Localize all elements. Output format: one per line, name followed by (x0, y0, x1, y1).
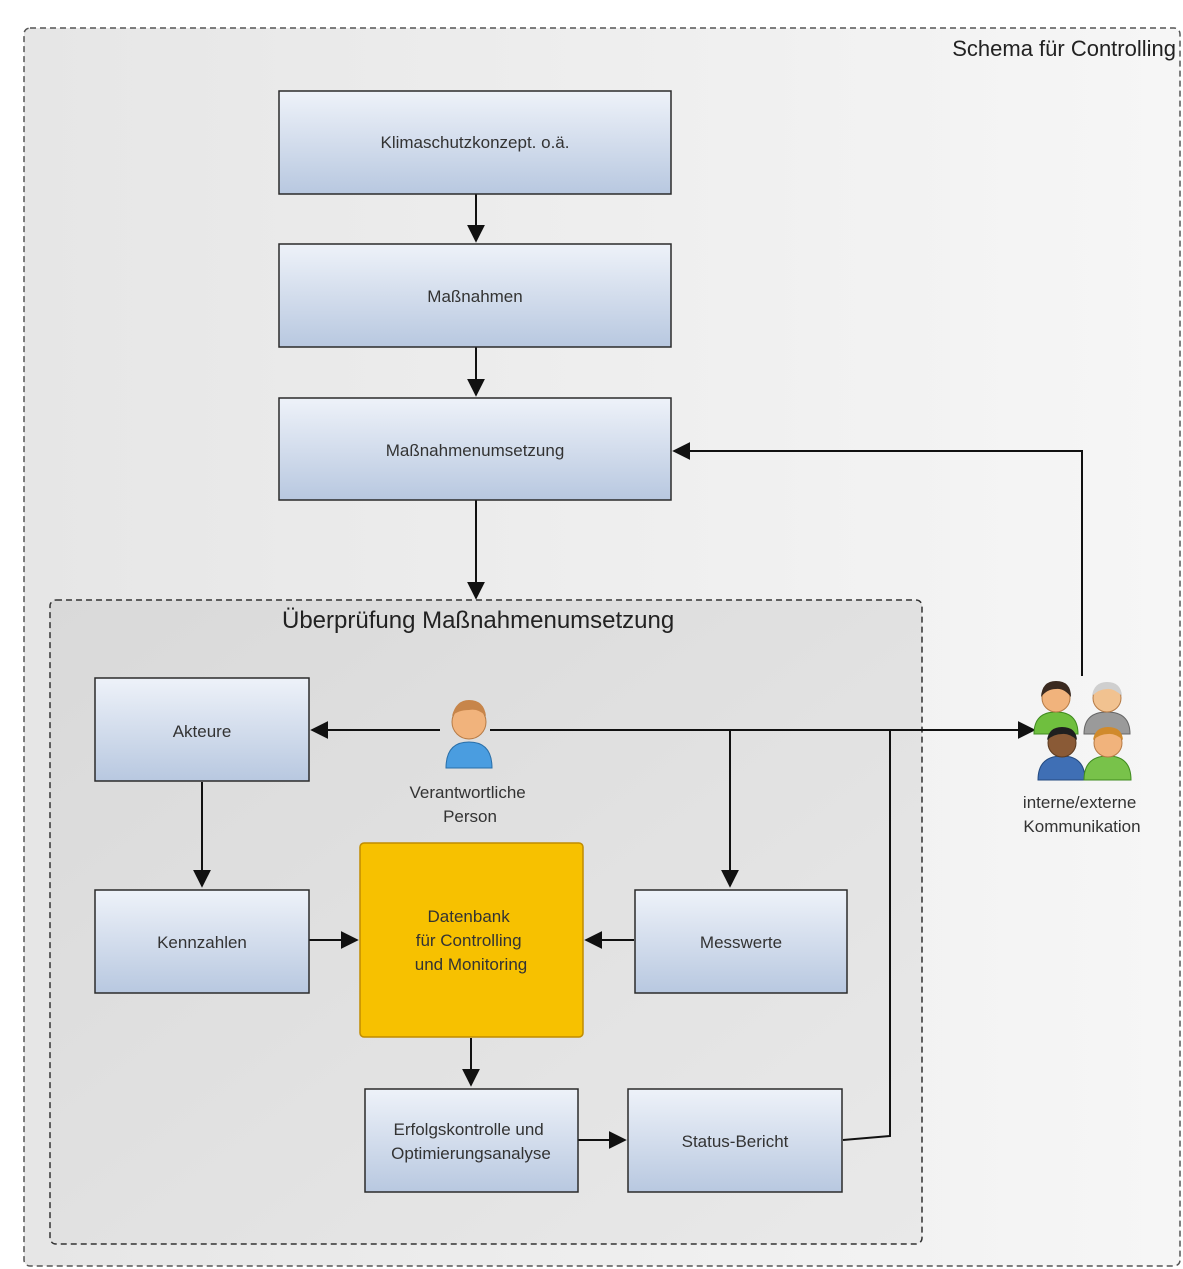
box-akteure[interactable]: Akteure (94, 677, 310, 782)
svg-text:Messwerte: Messwerte (700, 933, 782, 952)
box-massnahmen[interactable]: Maßnahmen (278, 243, 672, 348)
box-akteure-label: Akteure (173, 722, 232, 741)
box-massnahmen-label: Maßnahmen (427, 287, 522, 306)
box-datenbank[interactable]: Datenbank für Controlling und Monitoring (359, 842, 584, 1038)
box-kennzahlen[interactable]: Kennzahlen (94, 889, 310, 994)
line-status-to-bus (842, 730, 891, 1141)
box-datenbank-label-line1: Datenbank (428, 907, 511, 926)
svg-text:Kennzahlen: Kennzahlen (157, 933, 247, 952)
box-status-bericht[interactable]: Status-Bericht (627, 1088, 843, 1193)
box-umsetzung[interactable]: Maßnahmenumsetzung (278, 397, 672, 501)
svg-text:Verantwortliche Person: Verantwortliche Person (410, 783, 531, 826)
person-icon (445, 700, 493, 769)
svg-text:Datenbank für Controllin: Datenbank für Controlling und Monitoring (415, 907, 527, 974)
svg-text:Maßnahmenumsetzung: Maßnahmenumsetzung (386, 441, 565, 460)
box-umsetzung-label: Maßnahmenumsetzung (386, 441, 565, 460)
people-group-icon (1033, 681, 1132, 781)
box-messwerte-label: Messwerte (700, 933, 782, 952)
box-kennzahlen-label: Kennzahlen (157, 933, 247, 952)
box-erfolgskontrolle-label-line2: Optimierungsanalyse (391, 1144, 551, 1163)
box-erfolgskontrolle[interactable]: Erfolgskontrolle und Optimierungsanalyse (364, 1088, 579, 1193)
arrow-kommunikation-to-umsetzung (672, 442, 1083, 676)
svg-text:Klimaschutzkonzept. o.ä.: Klimaschutzkonzept. o.ä. (381, 133, 570, 152)
person-kommunikation-label-line2: Kommunikation (1023, 817, 1140, 836)
svg-text:Akteure: Akteure (173, 722, 232, 741)
box-datenbank-label-line3: und Monitoring (415, 955, 527, 974)
person-verantwortliche-label-line2: Person (443, 807, 497, 826)
svg-text:Maßnahmen: Maßnahmen (427, 287, 522, 306)
svg-text:interne/externe Kommunikat: interne/externe Kommunikation (1023, 793, 1141, 836)
connectors (193, 194, 1083, 1149)
box-klimaschutz[interactable]: Klimaschutzkonzept. o.ä. (278, 90, 672, 195)
box-datenbank-label-line2: für Controlling (416, 931, 522, 950)
box-erfolgskontrolle-label-line1: Erfolgskontrolle und (394, 1120, 544, 1139)
inner-frame-title: Überprüfung Maßnahmenumsetzung (282, 607, 674, 634)
outer-frame-title: Schema für Controlling (952, 36, 1176, 61)
svg-text:Status-Bericht: Status-Bericht (682, 1132, 789, 1151)
person-verantwortliche-label-line1: Verantwortliche (410, 783, 526, 802)
box-klimaschutz-label: Klimaschutzkonzept. o.ä. (381, 133, 570, 152)
svg-text:Erfolgskontrolle und Opt: Erfolgskontrolle und Optimierungsanalyse (391, 1120, 551, 1163)
person-kommunikation-label-line1: interne/externe (1023, 793, 1136, 812)
box-messwerte[interactable]: Messwerte (634, 889, 848, 994)
box-status-bericht-label: Status-Bericht (682, 1132, 789, 1151)
